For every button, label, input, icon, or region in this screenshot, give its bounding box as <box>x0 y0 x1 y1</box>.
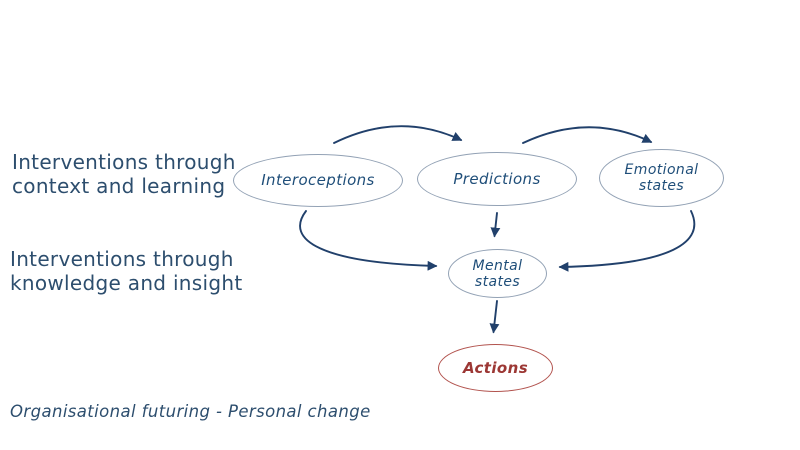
node-label: Actions <box>462 358 529 377</box>
node-mental-states: Mental states <box>448 249 547 298</box>
node-label: Interoceptions <box>261 171 375 189</box>
node-actions: Actions <box>438 344 553 392</box>
slide-caption: Organisational futuring - Personal chang… <box>10 402 371 421</box>
label-line: Interventions through <box>12 150 236 174</box>
arrow-mental-states-to-actions <box>489 300 500 334</box>
node-label: Predictions <box>453 169 541 188</box>
arrow-emotional-states-to-mental-states <box>558 210 696 272</box>
node-label: states <box>638 178 685 194</box>
node-label: Mental <box>472 257 523 274</box>
arrow-interoceptions-to-mental-states <box>299 210 438 271</box>
node-interoceptions: Interoceptions <box>233 154 403 207</box>
label-interventions-context: Interventions through context and learni… <box>12 150 236 198</box>
arrow-interoceptions-to-predictions <box>333 125 463 144</box>
label-line: Interventions through <box>10 247 234 271</box>
label-interventions-knowledge: Interventions through knowledge and insi… <box>10 247 242 295</box>
node-label: Emotional <box>624 162 699 178</box>
node-predictions: Predictions <box>417 152 577 206</box>
label-line: knowledge and insight <box>10 271 243 295</box>
label-line: context and learning <box>12 174 226 198</box>
arrow-predictions-to-emotional-states <box>522 126 653 144</box>
node-label: states <box>474 273 521 290</box>
arrow-predictions-to-mental-states <box>490 212 501 238</box>
node-emotional-states: Emotional states <box>599 149 724 207</box>
